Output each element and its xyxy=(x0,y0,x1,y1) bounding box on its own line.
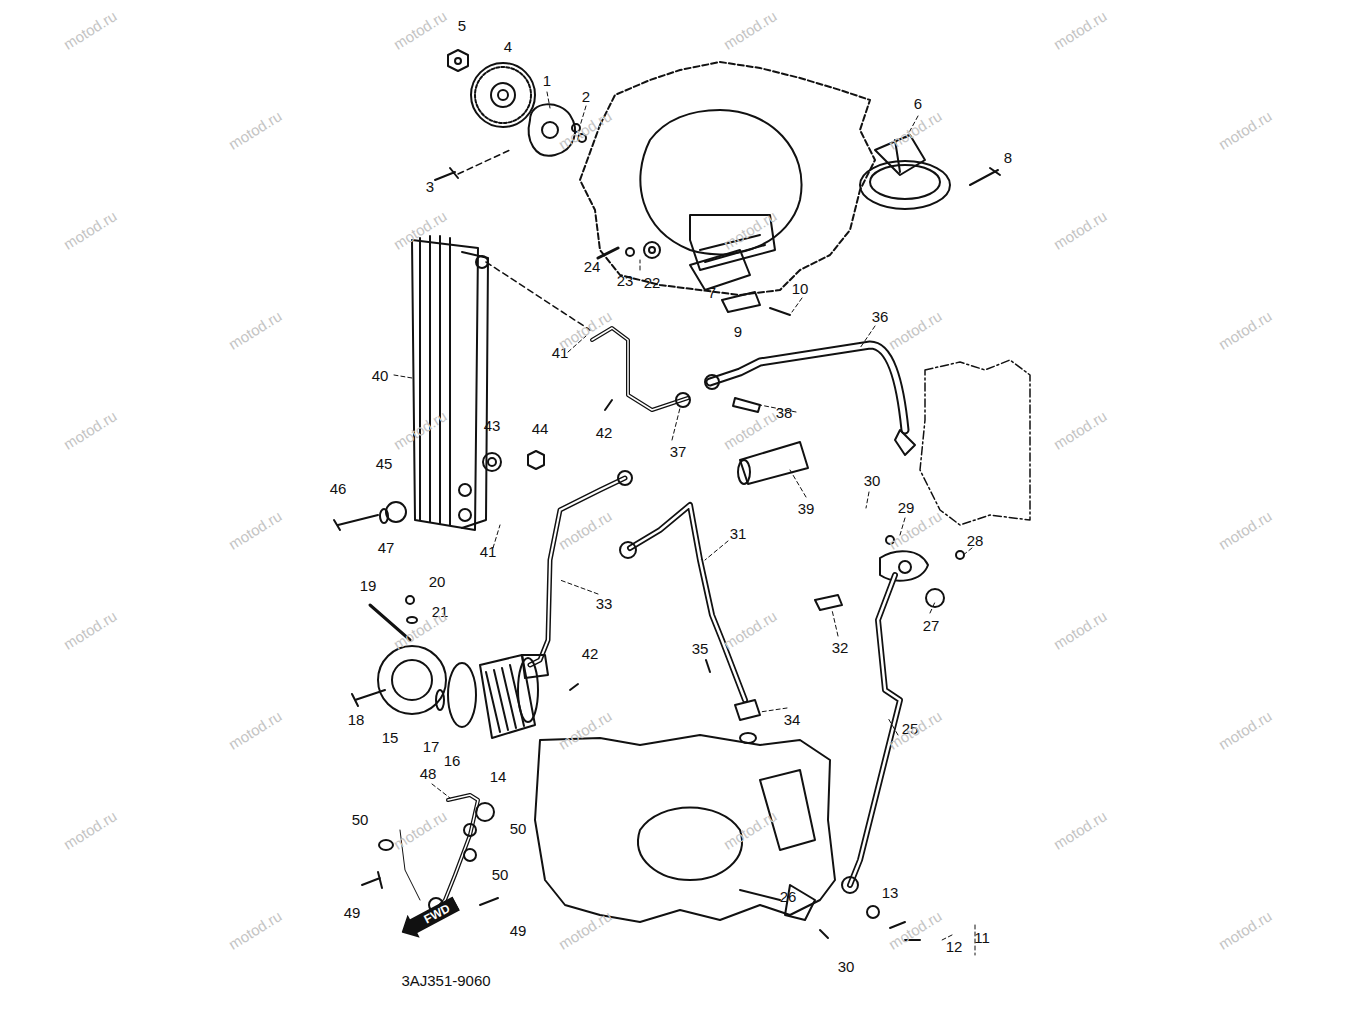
callout-number: 8 xyxy=(1003,149,1013,166)
callout-number: 30 xyxy=(863,472,882,489)
callout-number: 16 xyxy=(443,752,462,769)
watermark: motod.ru xyxy=(886,908,944,952)
callout-number: 37 xyxy=(669,443,688,460)
callout-number: 7 xyxy=(707,284,717,301)
watermark: motod.ru xyxy=(1051,408,1109,452)
callout-number: 46 xyxy=(329,480,348,497)
watermark: motod.ru xyxy=(226,708,284,752)
watermark: motod.ru xyxy=(556,508,614,552)
callout-number: 36 xyxy=(871,308,890,325)
callout-number: 26 xyxy=(779,888,798,905)
callout-number: 32 xyxy=(831,639,850,656)
callout-number: 3 xyxy=(425,178,435,195)
callout-number: 27 xyxy=(922,617,941,634)
callout-number: 39 xyxy=(797,500,816,517)
callout-number: 49 xyxy=(509,922,528,939)
watermark: motod.ru xyxy=(721,8,779,52)
watermark: motod.ru xyxy=(721,808,779,852)
callout-number: 6 xyxy=(913,95,923,112)
watermark: motod.ru xyxy=(1051,8,1109,52)
watermark: motod.ru xyxy=(1216,508,1274,552)
callout-number: 47 xyxy=(377,539,396,556)
watermark: motod.ru xyxy=(226,508,284,552)
watermark: motod.ru xyxy=(721,408,779,452)
callout-number: 42 xyxy=(595,424,614,441)
callout-number: 19 xyxy=(359,577,378,594)
callout-number: 2 xyxy=(581,88,591,105)
callout-number: 9 xyxy=(733,323,743,340)
watermark: motod.ru xyxy=(391,8,449,52)
direction-arrow: FWD xyxy=(396,892,463,944)
callout-number: 29 xyxy=(897,499,916,516)
watermark: motod.ru xyxy=(226,308,284,352)
callout-number: 14 xyxy=(489,768,508,785)
callout-number: 18 xyxy=(347,711,366,728)
callout-number: 15 xyxy=(381,729,400,746)
watermark: motod.ru xyxy=(721,608,779,652)
callout-number: 50 xyxy=(509,820,528,837)
watermark: motod.ru xyxy=(61,608,119,652)
watermark: motod.ru xyxy=(226,908,284,952)
watermark: motod.ru xyxy=(886,508,944,552)
callout-number: 22 xyxy=(643,274,662,291)
callout-number: 43 xyxy=(483,417,502,434)
callout-number: 30 xyxy=(837,958,856,975)
watermark: motod.ru xyxy=(61,8,119,52)
watermark: motod.ru xyxy=(1051,608,1109,652)
watermark: motod.ru xyxy=(1216,908,1274,952)
watermark: motod.ru xyxy=(556,708,614,752)
callout-number: 23 xyxy=(616,272,635,289)
callout-number: 17 xyxy=(422,738,441,755)
watermark: motod.ru xyxy=(1051,208,1109,252)
callout-number: 31 xyxy=(729,525,748,542)
callout-number: 33 xyxy=(595,595,614,612)
callout-number: 1 xyxy=(542,72,552,89)
callout-number: 13 xyxy=(881,884,900,901)
watermark: motod.ru xyxy=(61,808,119,852)
callout-number: 4 xyxy=(503,38,513,55)
watermark: motod.ru xyxy=(1216,708,1274,752)
watermark: motod.ru xyxy=(61,408,119,452)
callout-number: 20 xyxy=(428,573,447,590)
callout-number: 48 xyxy=(419,765,438,782)
callout-number: 42 xyxy=(581,645,600,662)
callout-number: 40 xyxy=(371,367,390,384)
callout-number: 44 xyxy=(531,420,550,437)
watermark: motod.ru xyxy=(226,108,284,152)
callout-number: 45 xyxy=(375,455,394,472)
watermark: motod.ru xyxy=(1216,108,1274,152)
callout-number: 34 xyxy=(783,711,802,728)
watermark: motod.ru xyxy=(1051,808,1109,852)
callout-number: 24 xyxy=(583,258,602,275)
callout-number: 28 xyxy=(966,532,985,549)
callout-number: 50 xyxy=(491,866,510,883)
watermark: motod.ru xyxy=(556,108,614,152)
callout-number: 49 xyxy=(343,904,362,921)
callout-number: 35 xyxy=(691,640,710,657)
callout-number: 10 xyxy=(791,280,810,297)
watermark: motod.ru xyxy=(886,108,944,152)
callout-number: 5 xyxy=(457,17,467,34)
callout-number: 50 xyxy=(351,811,370,828)
watermark: motod.ru xyxy=(886,308,944,352)
watermark: motod.ru xyxy=(556,908,614,952)
callout-number: 41 xyxy=(479,543,498,560)
watermark: motod.ru xyxy=(61,208,119,252)
callout-number: 11 xyxy=(973,929,991,946)
callout-number: 12 xyxy=(945,938,964,955)
watermark: motod.ru xyxy=(1216,308,1274,352)
drawing-code: 3AJ351-9060 xyxy=(400,972,491,989)
